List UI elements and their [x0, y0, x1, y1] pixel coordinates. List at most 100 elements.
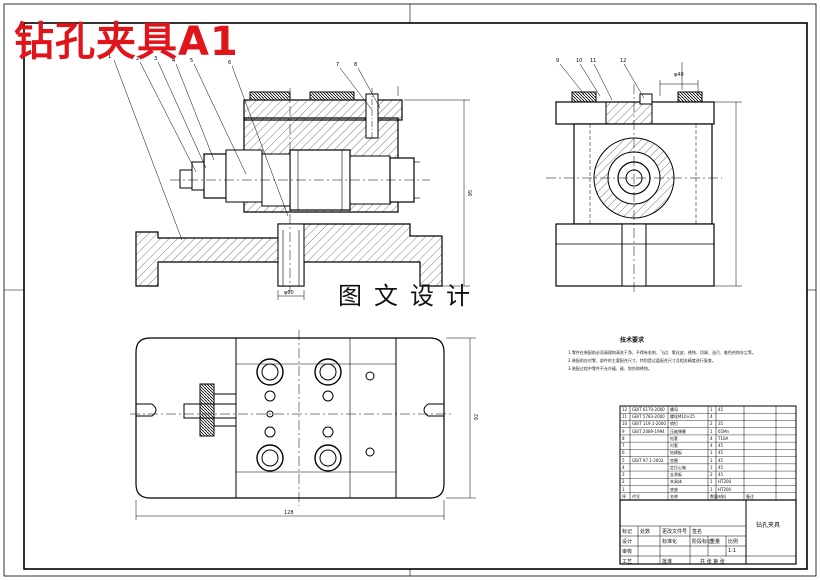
- title-label: 比例: [728, 539, 739, 545]
- watermark-text: 图文设计: [338, 282, 482, 310]
- dim-plan-height: 92: [474, 413, 481, 421]
- parts-cell: 螺栓M10×25: [670, 414, 695, 420]
- dim-top-width: φ60: [284, 290, 294, 296]
- plan-outline: [135, 337, 445, 499]
- parts-cell: 压缩弹簧: [670, 428, 686, 434]
- parts-cell: 销钉: [670, 421, 678, 427]
- parts-cell: 2: [710, 472, 713, 478]
- parts-cell: 螺母: [670, 407, 678, 412]
- title-label: 工艺: [622, 559, 633, 565]
- parts-cell: 垫圈: [670, 457, 678, 463]
- svg-text:3: 3: [154, 56, 157, 62]
- parts-cell: 1: [710, 464, 713, 470]
- title-block: [619, 499, 797, 565]
- parts-header-cell: 名称: [670, 493, 678, 499]
- svg-text:8: 8: [354, 62, 357, 68]
- plan-nut: [199, 383, 215, 437]
- parts-list-rows: [620, 413, 796, 493]
- parts-cell: 9: [622, 428, 625, 434]
- parts-cell: 2: [710, 421, 713, 427]
- plan-view: [130, 330, 476, 520]
- parts-cell: 钻模板: [670, 450, 682, 456]
- parts-cell: T10A: [718, 435, 729, 441]
- overlay-title: 钻孔夹具A1: [14, 19, 239, 65]
- parts-cell: GB/T 2089-1994: [632, 428, 665, 434]
- parts-cell: 5: [622, 457, 625, 463]
- svg-text:6: 6: [228, 60, 231, 66]
- parts-cell: HT200: [718, 486, 732, 492]
- parts-cell: GB/T 5783-2000: [632, 414, 665, 420]
- parts-cell: 3: [622, 472, 625, 478]
- parts-header-cell: 材料: [718, 493, 726, 499]
- title-label: 处数: [640, 529, 651, 535]
- svg-text:11: 11: [590, 58, 596, 64]
- clamp-nut: [203, 153, 227, 199]
- dim-plan-width: 128: [284, 510, 294, 516]
- svg-text:12: 12: [620, 58, 626, 64]
- parts-cell: 8: [622, 435, 625, 441]
- bushing-bottom-right: [314, 444, 342, 472]
- technical-note: 2.装配前应对零、部件的主要配合尺寸，特别是过盈配合尺寸及相关精度进行复查。: [568, 358, 716, 363]
- svg-text:10: 10: [576, 58, 582, 64]
- technical-note: 1.零件在装配前必须清理和清洗干净，不得有毛刺、飞边、氧化皮、锈蚀、切屑、油污、…: [568, 350, 756, 355]
- title-label: 审核: [622, 549, 633, 555]
- parts-cell: 1: [710, 479, 713, 485]
- parts-cell: 45: [718, 457, 724, 463]
- svg-text:5: 5: [190, 58, 193, 64]
- parts-header-cell: 序: [622, 493, 626, 499]
- svg-text:9: 9: [556, 58, 559, 64]
- bushing-top-right: [314, 358, 342, 386]
- svg-text:1: 1: [108, 54, 111, 60]
- parts-cell: HT200: [718, 479, 732, 485]
- parts-cell: 2: [622, 479, 625, 485]
- parts-cell: 1: [710, 428, 713, 434]
- parts-cell: 支承板: [670, 472, 682, 478]
- title-label: 标记: [622, 529, 633, 535]
- parts-cell: 12: [622, 407, 628, 412]
- parts-cell: 45: [718, 464, 724, 470]
- title-label: 更改文件号: [662, 529, 688, 535]
- parts-cell: 衬套: [670, 443, 678, 449]
- parts-cell: 45: [718, 443, 724, 449]
- svg-text:4: 4: [172, 58, 175, 64]
- parts-cell: 45: [718, 407, 724, 412]
- parts-cell: 6: [622, 450, 625, 456]
- parts-cell: 10: [622, 421, 628, 427]
- technical-note: 3.装配过程中零件不允许磕、碰、划伤和锈蚀。: [568, 366, 652, 371]
- svg-text:2: 2: [136, 56, 139, 62]
- title-label: 批准: [662, 559, 673, 565]
- parts-cell: 4: [622, 464, 625, 470]
- parts-cell: GB/T 6170-2000: [632, 407, 665, 412]
- parts-cell: 1: [710, 486, 713, 492]
- parts-cell: 35: [718, 421, 724, 427]
- svg-text:7: 7: [336, 62, 339, 68]
- parts-cell: 1: [622, 486, 625, 492]
- parts-cell: 7: [622, 443, 625, 449]
- side-view: [546, 62, 742, 292]
- bushing-top-left: [256, 358, 284, 386]
- title-label: 共 张 第 张: [700, 559, 725, 565]
- bushing-bottom-left: [256, 444, 284, 472]
- title-label: 设计: [622, 539, 633, 545]
- title-label: 标准化: [662, 539, 678, 545]
- parts-cell: 4: [710, 435, 713, 441]
- title-label: 重量: [710, 539, 721, 545]
- front-section-view: [113, 59, 470, 300]
- parts-cell: 钻套: [670, 435, 678, 441]
- parts-cell: 1: [710, 407, 713, 412]
- drawing-name: 钻孔夹具: [756, 522, 781, 529]
- parts-cell: GB/T 97.1-2002: [632, 457, 664, 463]
- parts-cell: 1: [710, 450, 713, 456]
- parts-cell: 4: [710, 443, 713, 449]
- parts-cell: GB/T 119.1-2000: [632, 421, 666, 427]
- parts-cell: 45: [718, 450, 724, 456]
- dim-side-height: 95: [468, 189, 475, 197]
- parts-cell: 1: [710, 457, 713, 463]
- parts-cell: 4: [710, 414, 713, 420]
- title-label: 阶段标记: [692, 539, 713, 545]
- inner-border: [23, 22, 808, 570]
- scale-value: 1:1: [728, 548, 737, 554]
- parts-list-table: [619, 405, 797, 501]
